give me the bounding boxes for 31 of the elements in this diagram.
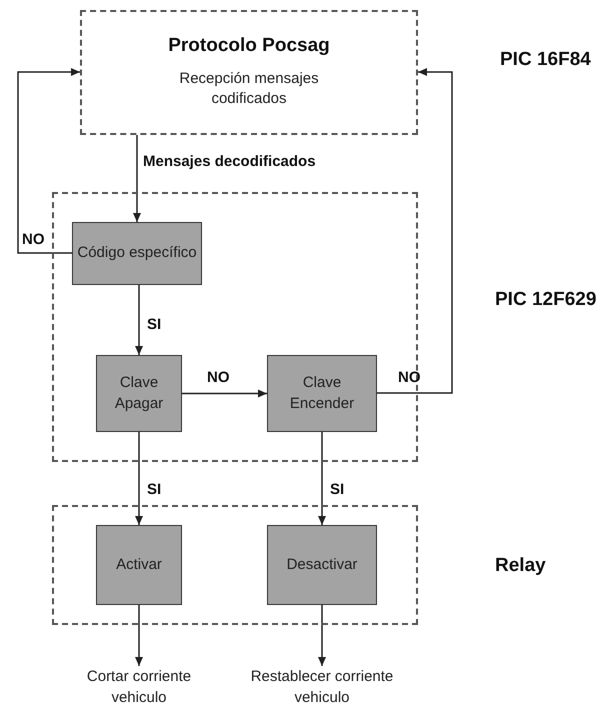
edge-label: NO [22,230,44,250]
arrow [133,135,141,222]
arrow [318,432,326,525]
arrow [17,68,80,254]
process-box: Código específico [72,222,202,285]
process-box: Clave Encender [267,355,377,432]
edge-label: SI [147,315,162,335]
arrow [135,285,143,355]
box-heading: Protocolo Pocsag [168,34,330,58]
process-box: Clave Apagar [96,355,182,432]
arrow [318,605,326,666]
arrow [135,432,143,525]
process-box: Desactivar [267,525,377,605]
section-label: Relay [495,554,546,578]
box-text: Recepción mensajes codificados [178,68,320,110]
edge-label: NO [398,368,420,388]
dashed-group-box [52,192,418,462]
dashed-group-box [80,10,418,135]
arrow [377,68,453,394]
section-label: PIC 16F84 [500,48,591,72]
process-box: Activar [96,525,182,605]
section-label: PIC 12F629 [495,288,596,312]
dashed-group-box [52,505,418,625]
edge-label: Mensajes decodificados [143,152,316,172]
edge-label: SI [147,480,162,500]
arrow [135,605,143,666]
output-text: Cortar corriente vehiculo [69,666,209,710]
edge-label: NO [207,368,230,388]
edge-label: SI [330,480,344,500]
arrow [182,390,267,398]
output-text: Restablecer corriente vehiculo [242,666,402,710]
